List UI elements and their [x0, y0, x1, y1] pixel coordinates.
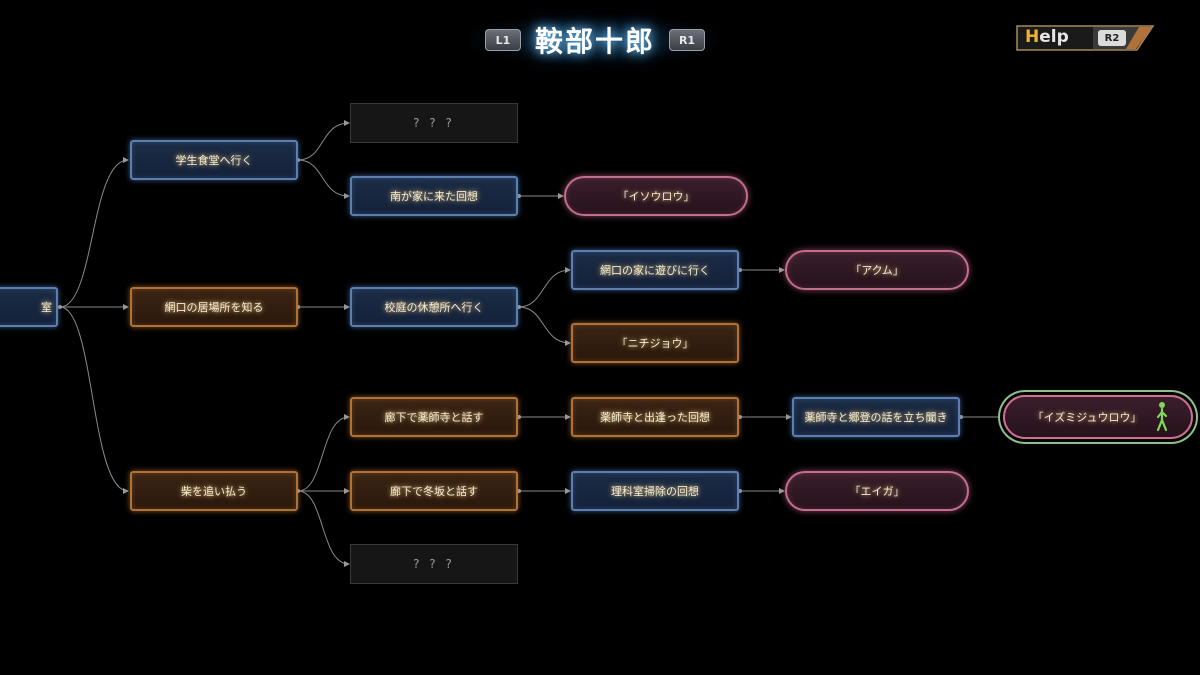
node-yakushiji-kaisou[interactable]: 薬師寺と出逢った回想	[571, 397, 739, 437]
connector-root-gakusei	[59, 157, 129, 308]
connector-gakusei-unknown1	[297, 120, 350, 161]
node-unknown-2-label: ? ? ?	[413, 557, 455, 571]
node-rika-label: 理科室掃除の回想	[611, 485, 699, 498]
prev-character-button[interactable]: L1	[484, 29, 521, 51]
ending-isourou-label: 「イソウロウ」	[617, 190, 695, 203]
help-label: Help	[1025, 27, 1069, 47]
connector-gakusei-minami	[297, 159, 350, 199]
ending-akumu-label: 「アクム」	[850, 264, 904, 277]
help-label-initial: H	[1025, 27, 1040, 47]
node-root[interactable]: 室	[0, 287, 58, 327]
current-position-walker-icon	[1156, 402, 1168, 432]
node-unknown-1-label: ? ? ?	[413, 116, 455, 130]
ending-eiga-label: 「エイガ」	[849, 485, 905, 498]
node-minami-label: 南が家に来た回想	[390, 190, 478, 203]
connector-koutei-ie	[518, 267, 571, 308]
ending-isourou[interactable]: 「イソウロウ」	[564, 176, 748, 216]
node-amiguchi-ie-label: 網口の家に遊びに行く	[600, 264, 710, 277]
connector-shiba-unknown2	[297, 490, 350, 567]
ending-izumijurou-label: 「イズミジュウロウ」	[1032, 411, 1142, 424]
node-amiguchi-ibasho-label: 網口の居場所を知る	[164, 301, 264, 314]
node-yakushiji-kaisou-label: 薬師寺と出逢った回想	[600, 411, 710, 424]
node-nichijou[interactable]: 「ニチジョウ」	[571, 323, 739, 363]
ending-akumu[interactable]: 「アクム」	[785, 250, 969, 290]
node-tachigiki-label: 薬師寺と郷登の話を立ち聞き	[804, 411, 948, 424]
node-rika[interactable]: 理科室掃除の回想	[571, 471, 739, 511]
help-r2-badge: R2	[1098, 30, 1126, 46]
node-koutei-label: 校庭の休憩所へ行く	[384, 301, 484, 314]
node-nichijou-label: 「ニチジョウ」	[616, 337, 694, 350]
node-fuyusaka-label: 廊下で冬坂と話す	[390, 485, 478, 498]
connector-root-shiba	[59, 306, 129, 494]
node-minami[interactable]: 南が家に来た回想	[350, 176, 518, 216]
connector-koutei-nichijou	[518, 306, 571, 346]
node-yakushiji-hanasu-label: 廊下で薬師寺と話す	[384, 411, 484, 424]
ending-eiga[interactable]: 「エイガ」	[785, 471, 969, 511]
node-tachigiki[interactable]: 薬師寺と郷登の話を立ち聞き	[792, 397, 960, 437]
help-button[interactable]: Help R2	[1015, 24, 1155, 52]
node-unknown-1[interactable]: ? ? ?	[350, 103, 518, 143]
node-unknown-2[interactable]: ? ? ?	[350, 544, 518, 584]
character-header: L1 鞍部十郎 R1	[470, 14, 720, 66]
node-root-label: 室	[41, 301, 52, 314]
node-amiguchi-ibasho[interactable]: 網口の居場所を知る	[130, 287, 298, 327]
connector-shiba-yakushiji	[297, 414, 350, 492]
node-amiguchi-ie[interactable]: 網口の家に遊びに行く	[571, 250, 739, 290]
character-name: 鞍部十郎	[534, 25, 655, 58]
node-fuyusaka[interactable]: 廊下で冬坂と話す	[350, 471, 518, 511]
ending-izumijurou[interactable]: 「イズミジュウロウ」	[1003, 395, 1193, 439]
node-shiba-label: 柴を追い払う	[181, 485, 247, 498]
next-character-button[interactable]: R1	[669, 29, 705, 51]
node-yakushiji-hanasu[interactable]: 廊下で薬師寺と話す	[350, 397, 518, 437]
help-label-rest: elp	[1039, 27, 1069, 47]
node-shiba[interactable]: 柴を追い払う	[130, 471, 298, 511]
node-koutei[interactable]: 校庭の休憩所へ行く	[350, 287, 518, 327]
node-gakusei[interactable]: 学生食堂へ行く	[130, 140, 298, 180]
node-gakusei-label: 学生食堂へ行く	[175, 154, 253, 167]
